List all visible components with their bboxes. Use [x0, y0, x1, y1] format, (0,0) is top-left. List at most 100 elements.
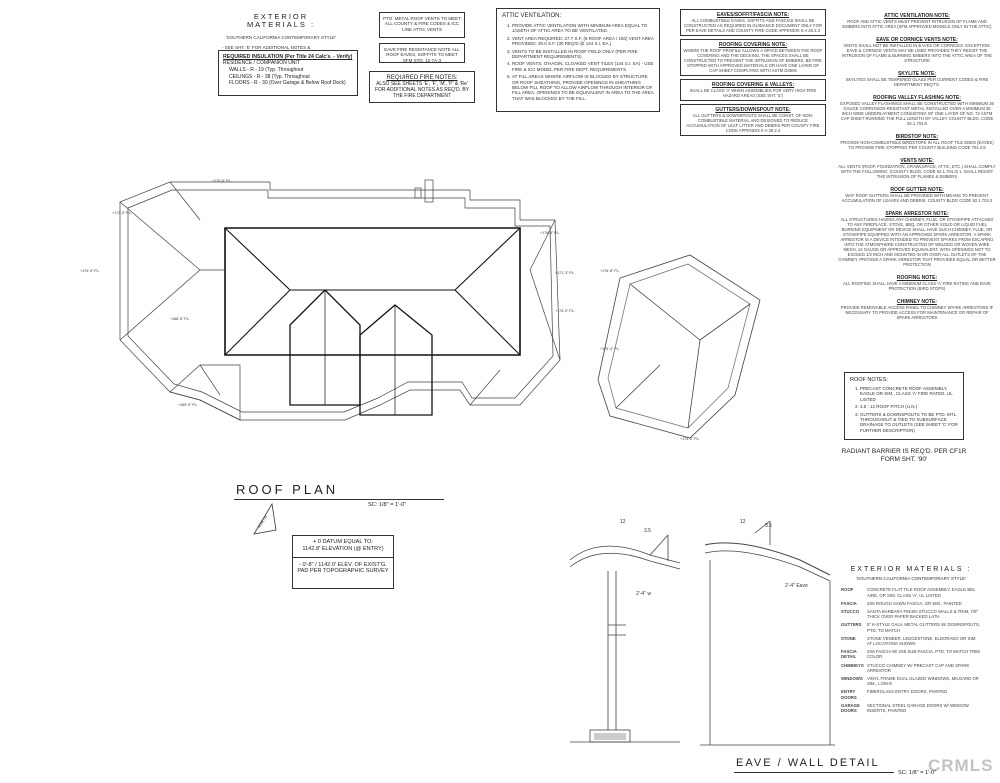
eaves-soffit-note: EAVES/SOFFIT/FASCIA NOTE: ALL COMBUSTIBL… [680, 9, 826, 36]
attic-ventilation-list: PROVIDE ATTIC VENTILATION WITH MINIMUM A… [502, 23, 654, 101]
note-title: SKYLITE NOTE: [897, 71, 937, 77]
material-key: STONE [841, 635, 856, 641]
note-title: EAVE OR CORNICE VENTS NOTE: [876, 37, 958, 43]
pto-vent-note: PTO. METAL ROOF VENTS TO MEET ALL COUNTY… [379, 12, 465, 38]
material-value: STONE VENEER, LEDGESTONE, ELDORADO OR SI… [867, 635, 977, 647]
roofing-valleys-note: ROOFING COVERING & VALLEYS: SHALL BE CLA… [680, 79, 826, 101]
attic-item: AT FILL AREAS WHERE AIRFLOW IS BLOCKED B… [512, 74, 654, 101]
note-body: ALL STRUCTURES HAVING ANY CHIMNEY, FLUE,… [838, 217, 996, 267]
note-title: ROOF GUTTER NOTE: [890, 187, 944, 193]
dim-label: +168'-5" P.L. [170, 317, 190, 321]
right-note: ROOFING NOTE: ALL ROOFING SHALL HAVE A M… [838, 275, 996, 291]
note-body: ALL VENTS (ROOF, FOUNDATION, CRAWLSPACE,… [838, 164, 996, 179]
attic-item: ROOF VENTS: O'HAGIN, CLOAKED VENT TILES … [512, 61, 654, 72]
material-value: CONCRETE FLAT TILE ROOF ASSEMBLY, EAGLE … [867, 587, 976, 598]
pto-vent-text: PTO. METAL ROOF VENTS TO MEET ALL COUNTY… [383, 16, 461, 32]
material-key: ENTRY DOORS [841, 689, 857, 700]
dim-label: +172'-0" P.L. [112, 211, 132, 215]
eave-wall-detail-drawing: 12 3.5 2'-4" w 12 3.5 2'-4" Eave [569, 519, 835, 746]
eave-fire-note: EAVE FIRE RESISTANCE NOTE ALL ROOF EAVES… [379, 43, 465, 63]
roof-notes-list: PRECAST CONCRETE ROOF ASSEMBLY, EAGLE OR… [850, 386, 958, 433]
eave-wall-detail-rule [734, 772, 894, 773]
material-value: 2X6 FASCIA W/ 2X8 SUB-FASCIA, PTD. TO MA… [867, 649, 980, 660]
right-note: EAVE OR CORNICE VENTS NOTE: VENTS SHALL … [838, 37, 996, 63]
dim-label: +175'-4" P.L. [80, 269, 100, 273]
dim-label: +170'-6" P.L. [212, 179, 232, 183]
right-note: ATTIC VENTILATION NOTE: ROOF AND ATTIC V… [838, 13, 996, 29]
note-body: EXPOSED VALLEY FLASHINGS SHALL BE CONSTR… [840, 101, 994, 126]
material-key: FASCIA [841, 600, 857, 606]
attic-ventilation-title: ATTIC VENTILATION: [502, 13, 562, 19]
insulation-floors: FLOORS - R - 30 (Over Garage & Below Roo… [229, 80, 346, 87]
ext-materials-detail: EXTERIOR MATERIALS : 'SOUTHERN CALIFORNI… [841, 566, 981, 716]
right-note: CHIMNEY NOTE: PROVIDE REMOVABLE ACCESS P… [838, 299, 996, 320]
fire-notes-body: ALSO SEE SHEETS 'E', 'F', 'M', 'P' & 'Re… [374, 81, 470, 99]
footing-hatch [594, 733, 626, 740]
roof-notes-title: ROOF NOTES: [850, 377, 888, 383]
roof-notes-box: ROOF NOTES: PRECAST CONCRETE ROOF ASSEMB… [844, 372, 964, 440]
datum-line3: - 0'-8" / 1142.0' ELEV. OF EXIST'G. [299, 561, 387, 568]
material-value: SECTIONAL STEEL GARAGE DOORS W/ WINDOW I… [867, 702, 969, 714]
note-title: EAVES/SOFFIT/FASCIA NOTE: [716, 12, 790, 18]
roof-note-item: GUTTERS & DOWNSPOUTS TO BE PTD. MTL. THR… [860, 412, 958, 434]
pitch-run-left: 12 [620, 519, 626, 525]
exterior-materials-title: EXTERIOR MATERIALS : [246, 12, 316, 29]
note-body: WAY ROOF GUTTERS SHALL BE PROVIDED WITH … [841, 193, 993, 203]
dim-label: +176'-8" P.L. [600, 269, 620, 273]
attic-item: PROVIDE ATTIC VENTILATION WITH MINIMUM A… [512, 23, 654, 34]
pitch-rise-left: 3.5 [644, 528, 651, 534]
roof-note-item: PRECAST CONCRETE ROOF ASSEMBLY, EAGLE OR… [860, 386, 958, 402]
attic-ventilation-box: ATTIC VENTILATION: PROVIDE ATTIC VENTILA… [496, 8, 660, 112]
note-title: ROOFING VALLEY FLASHING NOTE: [873, 95, 961, 101]
overhang-right: 2'-4" Eave [785, 583, 808, 589]
insulation-unit: RESIDENCE / COMPANION UNIT [223, 60, 300, 66]
roof-note-item: 3.5 : 12 ROOF PITCH (U.N.) [860, 404, 958, 409]
note-title: VENTS NOTE: [900, 158, 934, 164]
note-body: ALL ROOFING SHALL HAVE A MINIMUM CLASS '… [843, 281, 991, 291]
roof-plan-title: ROOF PLAN [236, 482, 339, 497]
roof-plan-drawing: +170'-6" P.L. +172'-0" P.L. +175'-4" P.L… [80, 179, 761, 441]
note-body: ALL GUTTERS & DOWNSPOUTS SHALL BE CONST.… [686, 113, 820, 133]
right-note: SKYLITE NOTE: SKYLITES SHALL BE TEMPERED… [838, 71, 996, 87]
fire-notes-title: REQUIRED FIRE NOTES: [386, 75, 458, 81]
note-title: ATTIC VENTILATION NOTE: [884, 13, 950, 19]
radiant-barrier-note: RADIANT BARRIER IS REQ'D. PER CF1R FORM … [841, 448, 967, 463]
dim-label: +175'-4" P.L. [600, 347, 620, 351]
right-notes-column: ATTIC VENTILATION NOTE: ROOF AND ATTIC V… [838, 13, 996, 320]
material-key: WINDOWS [841, 676, 863, 682]
note-body: ROOF AND ATTIC VENTS MUST PREVENT INTRUS… [842, 19, 992, 29]
overhang-left: 2'-4" w [636, 591, 651, 597]
datum-line1: + 0 DATUM EQUAL TO: [313, 539, 373, 545]
datum-line2: 1142.8' ELEVATION (@ ENTRY) [302, 545, 384, 552]
right-note: BIRDSTOP NOTE: PROVIDE NON-COMBUSTIBLE B… [838, 134, 996, 150]
note-title: ROOFING COVERING NOTE: [718, 42, 788, 48]
right-note: ROOFING VALLEY FLASHING NOTE: EXPOSED VA… [838, 95, 996, 126]
insulation-walls: WALLS - R - 19 (Typ. Throughout [229, 66, 304, 73]
right-note: ROOF GUTTER NOTE: WAY ROOF GUTTERS SHALL… [838, 187, 996, 203]
eave-wall-detail-scale: SC: 1/8" = 1'-0" [898, 770, 937, 776]
watermark-logo: CRMLS [928, 756, 994, 775]
material-key: CHIMNEYS [841, 662, 864, 668]
eave-wall-detail-title: EAVE / WALL DETAIL [736, 757, 880, 769]
right-note: VENTS NOTE: ALL VENTS (ROOF, FOUNDATION,… [838, 158, 996, 179]
dim-label: +171'-3" P.L. [555, 271, 575, 275]
material-key: GUTTERS [841, 622, 862, 628]
note-body: ALL COMBUSTIBLE EAVES, SOFFITS AND FASCI… [684, 18, 822, 33]
material-key: STUCCO [841, 609, 860, 615]
gutters-note: GUTTERS/DOWNSPOUT NOTE: ALL GUTTERS & DO… [680, 104, 826, 136]
insulation-title: REQUIRED INSULATION (Per Title 24 Calc's… [223, 54, 353, 60]
mid-notes-column: EAVES/SOFFIT/FASCIA NOTE: ALL COMBUSTIBL… [680, 9, 826, 136]
material-key: GARAGE DOORS [841, 702, 860, 714]
note-body: PROVIDE REMOVABLE ACCESS PANEL TO CHIMNE… [840, 305, 994, 320]
north-arrow: NORTH [253, 502, 277, 535]
dim-label: +174'-0" P.L. [680, 437, 700, 441]
insulation-ceilings: CEILINGS - R - 38 (Typ. Throughout [229, 73, 310, 80]
note-body: SHALL BE CLASS 'A' WHEN ASSEMBLIES FOR V… [689, 88, 817, 98]
